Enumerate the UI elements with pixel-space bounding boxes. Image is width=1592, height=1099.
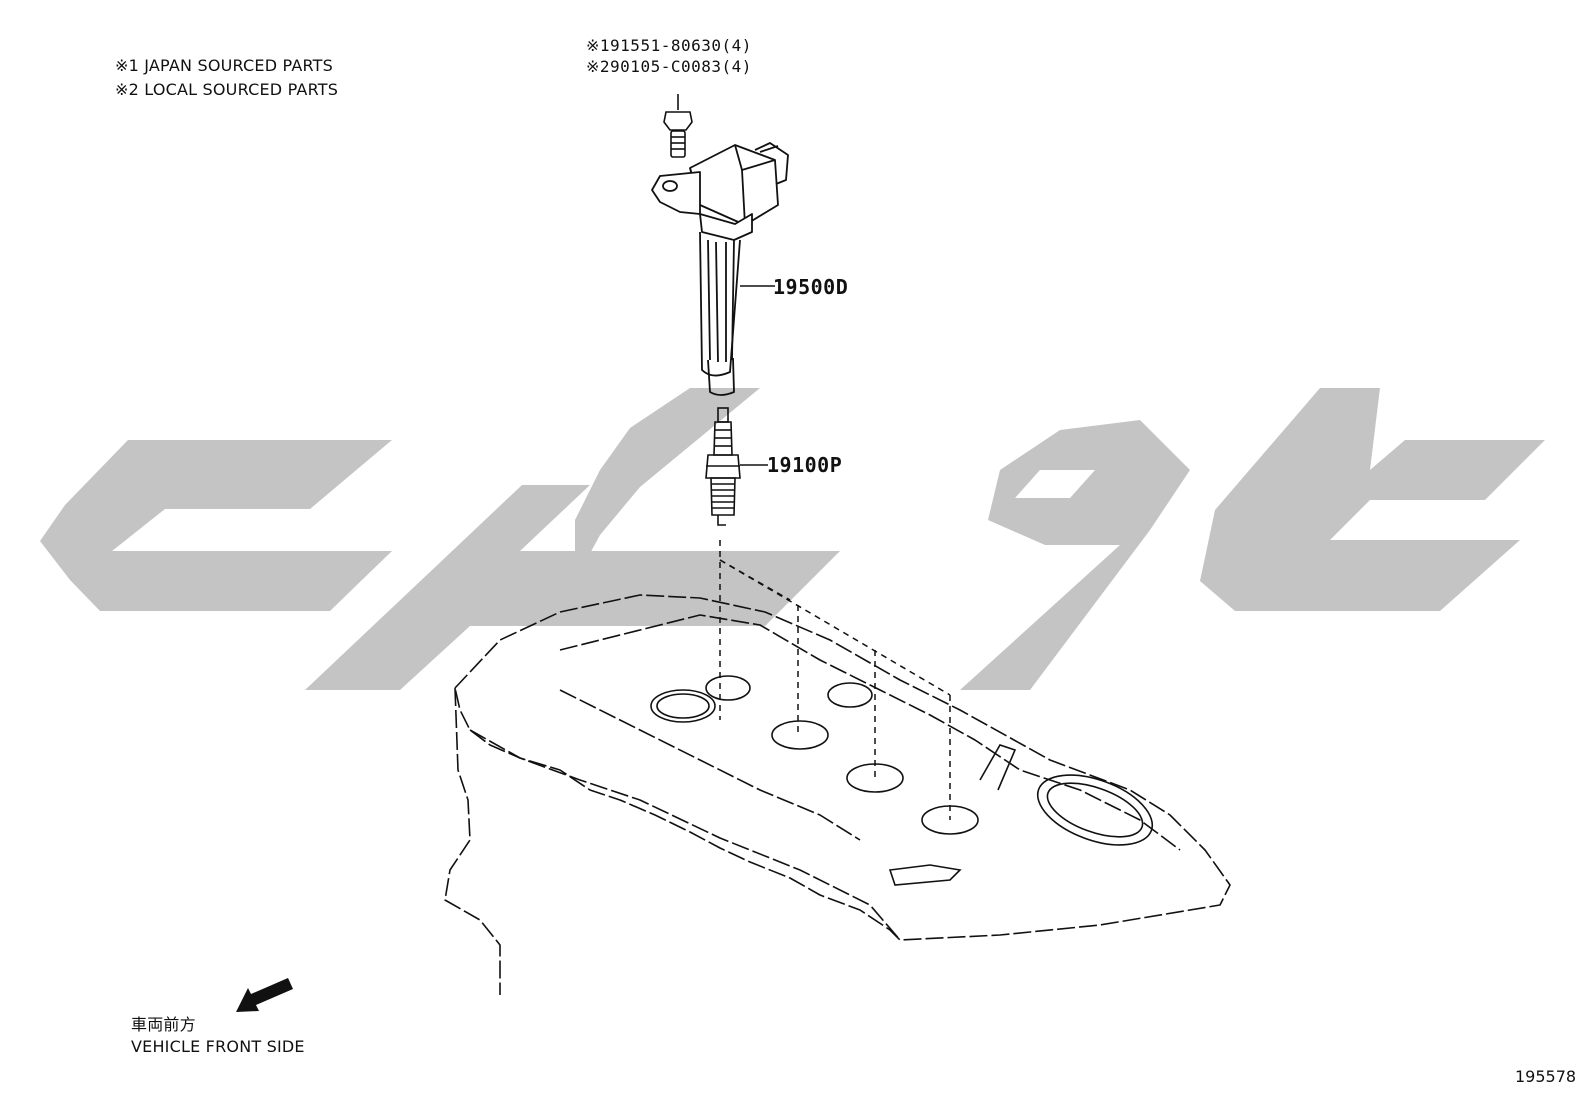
ignition-coil-callout: 19500D — [773, 275, 849, 299]
vehicle-front-label-japanese: 車両前方 — [131, 1015, 196, 1034]
watermark-graphic — [40, 388, 1545, 690]
bolt-drawing — [663, 94, 693, 158]
spark-plug-wells — [650, 675, 1154, 886]
bolt-part-number-1: ※191551-80630(4) — [586, 36, 752, 55]
legend-note-local: ※2 LOCAL SOURCED PARTS — [115, 80, 339, 99]
front-direction-arrow-icon — [236, 978, 293, 1012]
ignition-coil-drawing — [651, 142, 789, 396]
bolt-part-number-2: ※290105-C0083(4) — [586, 57, 752, 76]
installation-guide-lines — [719, 540, 951, 820]
legend-note-japan: ※1 JAPAN SOURCED PARTS — [115, 56, 334, 75]
cylinder-head-drawing — [444, 594, 1231, 995]
spark-plug-callout: 19100P — [767, 453, 843, 477]
diagram-reference-number: 195578 — [1515, 1067, 1577, 1086]
vehicle-front-label: VEHICLE FRONT SIDE — [131, 1037, 305, 1056]
spark-plug-drawing — [705, 407, 768, 526]
